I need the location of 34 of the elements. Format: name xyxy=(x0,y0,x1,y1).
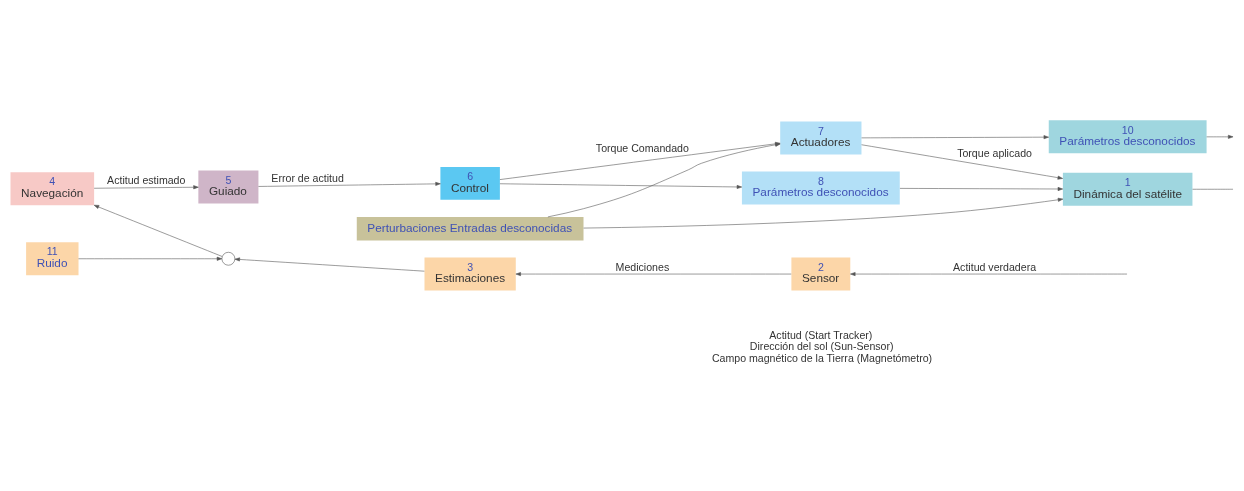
node-box: 8 Parámetros desconocidos xyxy=(741,171,900,205)
arrow xyxy=(583,197,1064,229)
arrow xyxy=(234,257,425,272)
arrow xyxy=(861,135,1049,140)
arrow xyxy=(861,144,1063,180)
arrow xyxy=(93,204,223,257)
node-box: 10 Parámetros desconocidos xyxy=(1048,120,1207,154)
node-box: 3 Estimaciones xyxy=(424,257,516,291)
node-box: 11 Ruido xyxy=(26,242,79,276)
node-box: 2 Sensor xyxy=(791,257,851,291)
arrow xyxy=(499,183,743,189)
node-box: 1 Dinámica del satélite xyxy=(1062,172,1193,206)
edge-label: Torque Comandado xyxy=(595,141,689,154)
node-box: 6 Control xyxy=(440,166,500,200)
edge-label: Torque aplicado xyxy=(957,147,1032,160)
node-box: Perturbaciones Entradas desconocidas xyxy=(356,216,584,241)
edge-label: Actitud verdadera xyxy=(953,260,1037,273)
node-circle xyxy=(221,251,236,266)
arrow xyxy=(899,187,1063,191)
edge-label: Error de actitud xyxy=(271,171,344,184)
node-box: 7 Actuadores xyxy=(780,121,862,155)
arrow xyxy=(93,185,199,190)
node-label: Campo magnético de la Tierra (Magnetómetro) xyxy=(711,352,933,365)
arrow xyxy=(258,181,441,187)
arrow xyxy=(850,272,1128,276)
arrow xyxy=(515,272,792,276)
arrow xyxy=(1206,134,1234,139)
edge-label: Mediciones xyxy=(615,260,670,273)
arrow xyxy=(78,256,223,261)
node-box: 4 Navegación xyxy=(10,172,95,206)
node-box: 5 Guiado xyxy=(198,170,259,204)
node-label: Dirección del sol (Sun-Sensor) xyxy=(749,340,894,353)
node-label: Actitud (Start Tracker) xyxy=(769,328,873,341)
edge-label: Actitud estimado xyxy=(107,173,186,186)
